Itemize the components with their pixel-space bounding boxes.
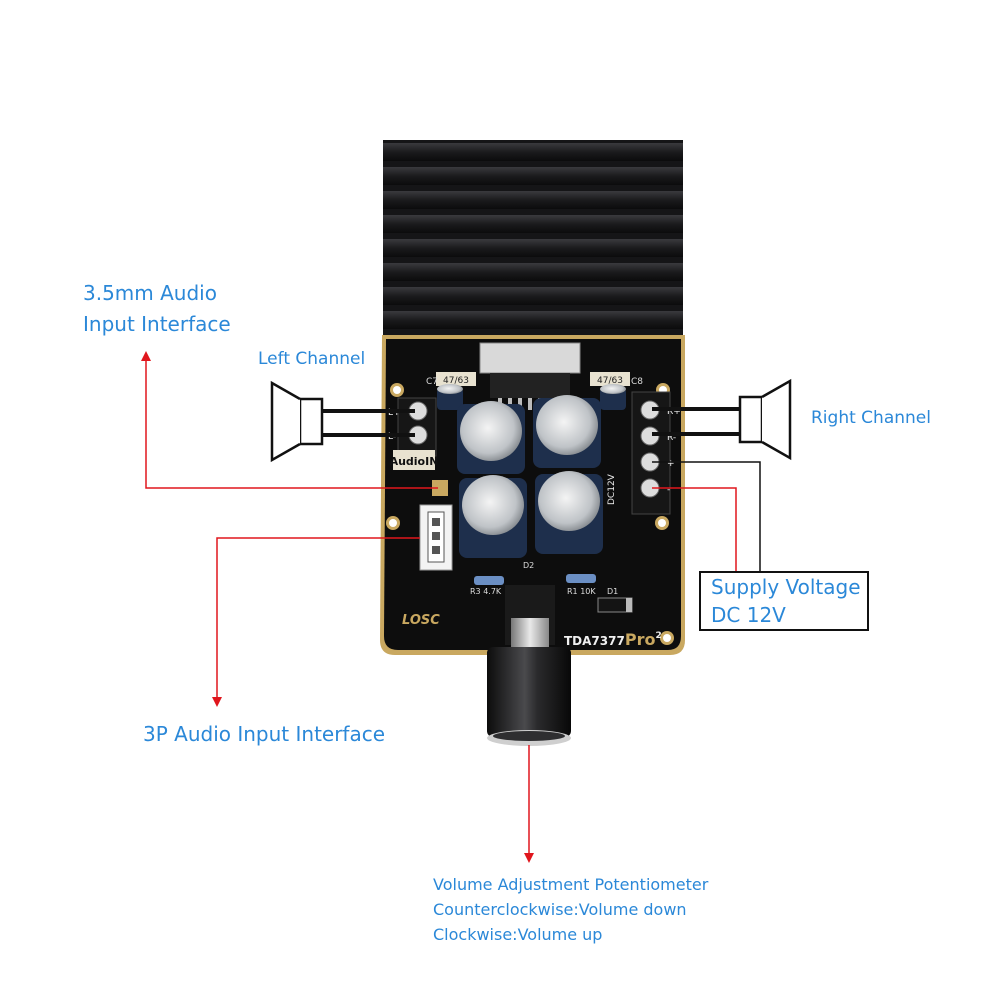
c8-label: C8: [631, 377, 643, 387]
right-speaker-wires: [652, 407, 740, 436]
potentiometer-label-line3: Clockwise:Volume up: [433, 925, 603, 944]
resistors: R3 4.7K R1 10K D2 D1: [470, 561, 633, 613]
heatsink-fin: [383, 311, 683, 329]
capacitor-c7: 47/63 C7: [426, 372, 476, 410]
potentiometer-label-line2: Counterclockwise:Volume down: [433, 900, 687, 919]
pcb-board: [380, 335, 685, 655]
d2-label: D2: [523, 561, 534, 570]
power-plus-label: +: [667, 459, 675, 469]
r1-label: R1 10K: [567, 587, 596, 596]
c7-label: C7: [426, 377, 438, 387]
audio-jack-arrow: [141, 351, 438, 489]
right-speaker-icon: [738, 378, 792, 461]
right-minus-label: R-: [667, 433, 676, 443]
amplifier-chip: [479, 342, 581, 410]
svg-text:TDA7377Pro2: TDA7377Pro2: [564, 630, 662, 649]
heatsink-fin: [383, 239, 683, 257]
left-channel-label: Left Channel: [258, 349, 366, 369]
heatsink-fin: [383, 287, 683, 305]
audio-jack-label-line1: 3.5mm Audio: [83, 281, 217, 305]
r3-label: R3 4.7K: [470, 587, 502, 596]
potentiometer-label: Volume Adjustment Potentiometer Counterc…: [433, 872, 708, 947]
three-pin-label: 3P Audio Input Interface: [143, 722, 386, 746]
three-pin-arrow: [212, 537, 420, 707]
cap-label-left: 47/63: [443, 376, 469, 386]
right-plus-label: R+: [667, 407, 681, 417]
supply-voltage-line1: Supply Voltage: [711, 575, 861, 599]
audio-jack-label-line2: Input Interface: [83, 312, 231, 336]
audio-jack: AudioIN: [390, 450, 448, 496]
three-pin-header: [419, 504, 453, 571]
audio-in-label: AudioIN: [390, 455, 439, 468]
supply-voltage-box: Supply Voltage DC 12V: [699, 571, 869, 631]
capacitor-c8: 47/63 C8: [590, 372, 643, 410]
left-speaker-wires: [322, 409, 415, 437]
volume-potentiometer: [487, 585, 571, 746]
supply-wires: [652, 461, 761, 573]
audio-jack-label: 3.5mm Audio Input Interface: [83, 281, 231, 336]
left-speaker-icon: [270, 380, 324, 463]
potentiometer-label-line1: Volume Adjustment Potentiometer: [433, 875, 709, 894]
model-superscript: 2: [655, 631, 661, 641]
heatsink-fin: [383, 263, 683, 281]
supply-voltage-line2: DC 12V: [711, 603, 786, 627]
brand-logo: LOSC: [402, 613, 440, 628]
right-terminal-block: R+ R- + - DC12V: [607, 391, 681, 515]
heatsink-fin: [383, 215, 683, 233]
heatsink-fin: [383, 167, 683, 185]
d1-label: D1: [607, 587, 618, 596]
heatsink: [383, 140, 683, 370]
power-minus-label: -: [667, 485, 670, 495]
dc12v-label: DC12V: [607, 473, 617, 505]
right-channel-label: Right Channel: [811, 408, 931, 428]
model-suffix: Pro: [625, 630, 656, 649]
heatsink-fin: [383, 143, 683, 161]
capacitor-bank: [457, 395, 603, 558]
model-label: TDA7377: [564, 634, 625, 648]
heatsink-fin: [383, 191, 683, 209]
cap-label-right: 47/63: [597, 376, 623, 386]
